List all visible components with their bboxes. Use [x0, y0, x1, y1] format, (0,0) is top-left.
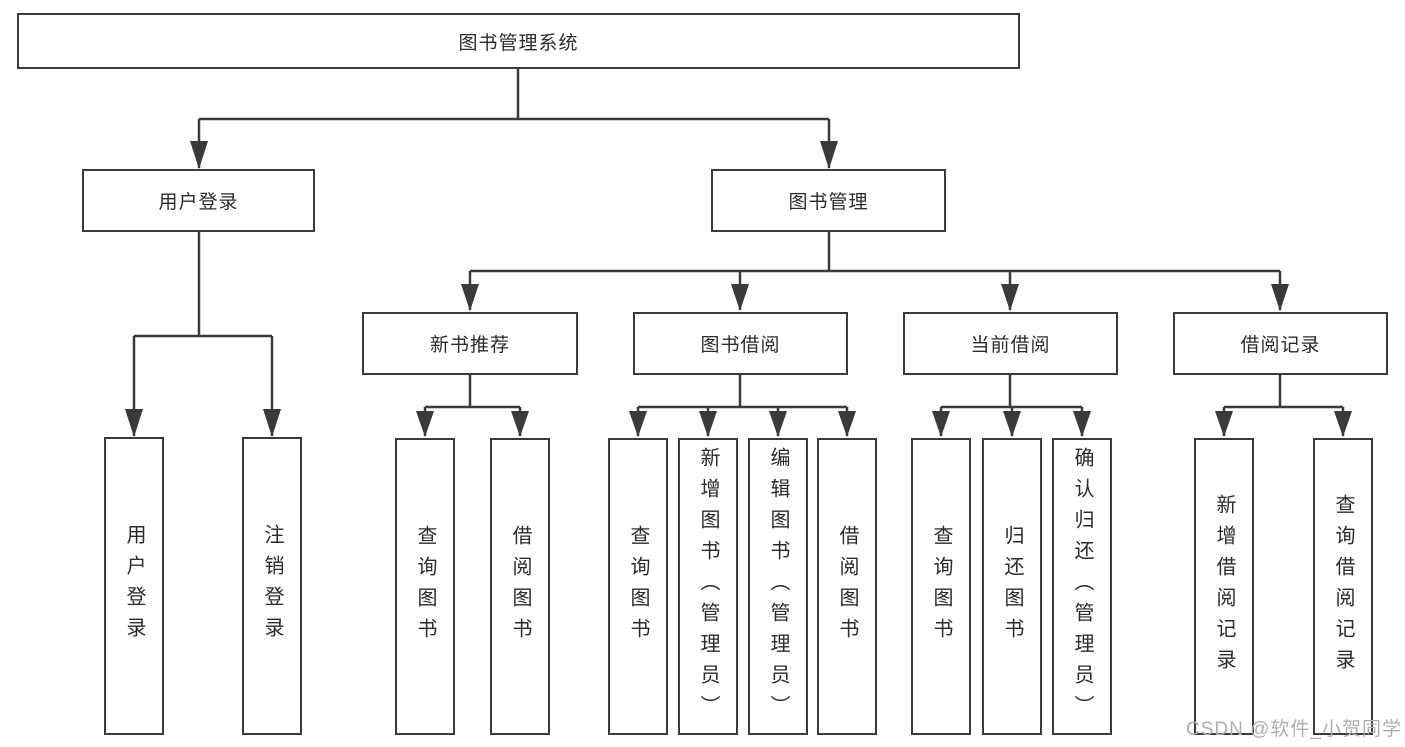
node-label: 图书管理系统 — [458, 32, 579, 54]
leaf-label: 编辑图书（管理员） — [767, 447, 789, 726]
leaf-confirm-return-admin: 确认归还（管理员） — [1052, 438, 1112, 735]
node-current-borrow: 当前借阅 — [903, 312, 1118, 375]
leaf-label: 借阅图书 — [509, 524, 531, 649]
leaf-label: 用户登录 — [123, 524, 145, 648]
node-label: 图书借阅 — [700, 335, 781, 356]
leaf-label: 查询借阅记录 — [1332, 493, 1354, 680]
leaf-label: 新增借阅记录 — [1213, 493, 1235, 680]
leaf-query-borrow-record: 查询借阅记录 — [1313, 438, 1373, 735]
leaf-label: 新增图书（管理员） — [697, 447, 719, 726]
leaf-label: 查询图书 — [414, 524, 436, 649]
leaf-add-book-admin: 新增图书（管理员） — [678, 438, 738, 735]
leaf-label: 确认归还（管理员） — [1071, 447, 1093, 726]
leaf-return-book: 归还图书 — [982, 438, 1042, 735]
node-user-login-branch: 用户登录 — [82, 169, 315, 232]
leaf-query-books-borrow: 查询图书 — [608, 438, 668, 735]
node-new-book-recommend: 新书推荐 — [362, 312, 578, 375]
leaf-label: 查询图书 — [627, 524, 649, 649]
node-label: 当前借阅 — [970, 335, 1051, 356]
node-label: 借阅记录 — [1240, 335, 1321, 356]
leaf-label: 注销登录 — [261, 524, 283, 648]
leaf-query-books-recommend: 查询图书 — [395, 438, 455, 735]
leaf-logout: 注销登录 — [242, 437, 302, 735]
node-label: 图书管理 — [788, 192, 869, 213]
leaf-label: 查询图书 — [930, 524, 952, 649]
leaf-user-login: 用户登录 — [104, 437, 164, 735]
node-library-system-root: 图书管理系统 — [17, 13, 1020, 69]
leaf-borrow-books: 借阅图书 — [817, 438, 877, 735]
leaf-edit-book-admin: 编辑图书（管理员） — [748, 438, 808, 735]
leaf-label: 归还图书 — [1001, 524, 1023, 649]
leaf-add-borrow-record: 新增借阅记录 — [1194, 438, 1254, 735]
node-label: 用户登录 — [158, 192, 239, 213]
node-borrow-records: 借阅记录 — [1173, 312, 1388, 375]
leaf-label: 借阅图书 — [836, 524, 858, 649]
node-book-borrow: 图书借阅 — [633, 312, 848, 375]
leaf-query-books-current: 查询图书 — [911, 438, 971, 735]
node-book-management-branch: 图书管理 — [711, 169, 946, 232]
csdn-watermark: CSDN @软件_小贺同学 — [1186, 719, 1402, 740]
node-label: 新书推荐 — [429, 335, 510, 356]
leaf-borrow-books-recommend: 借阅图书 — [490, 438, 550, 735]
